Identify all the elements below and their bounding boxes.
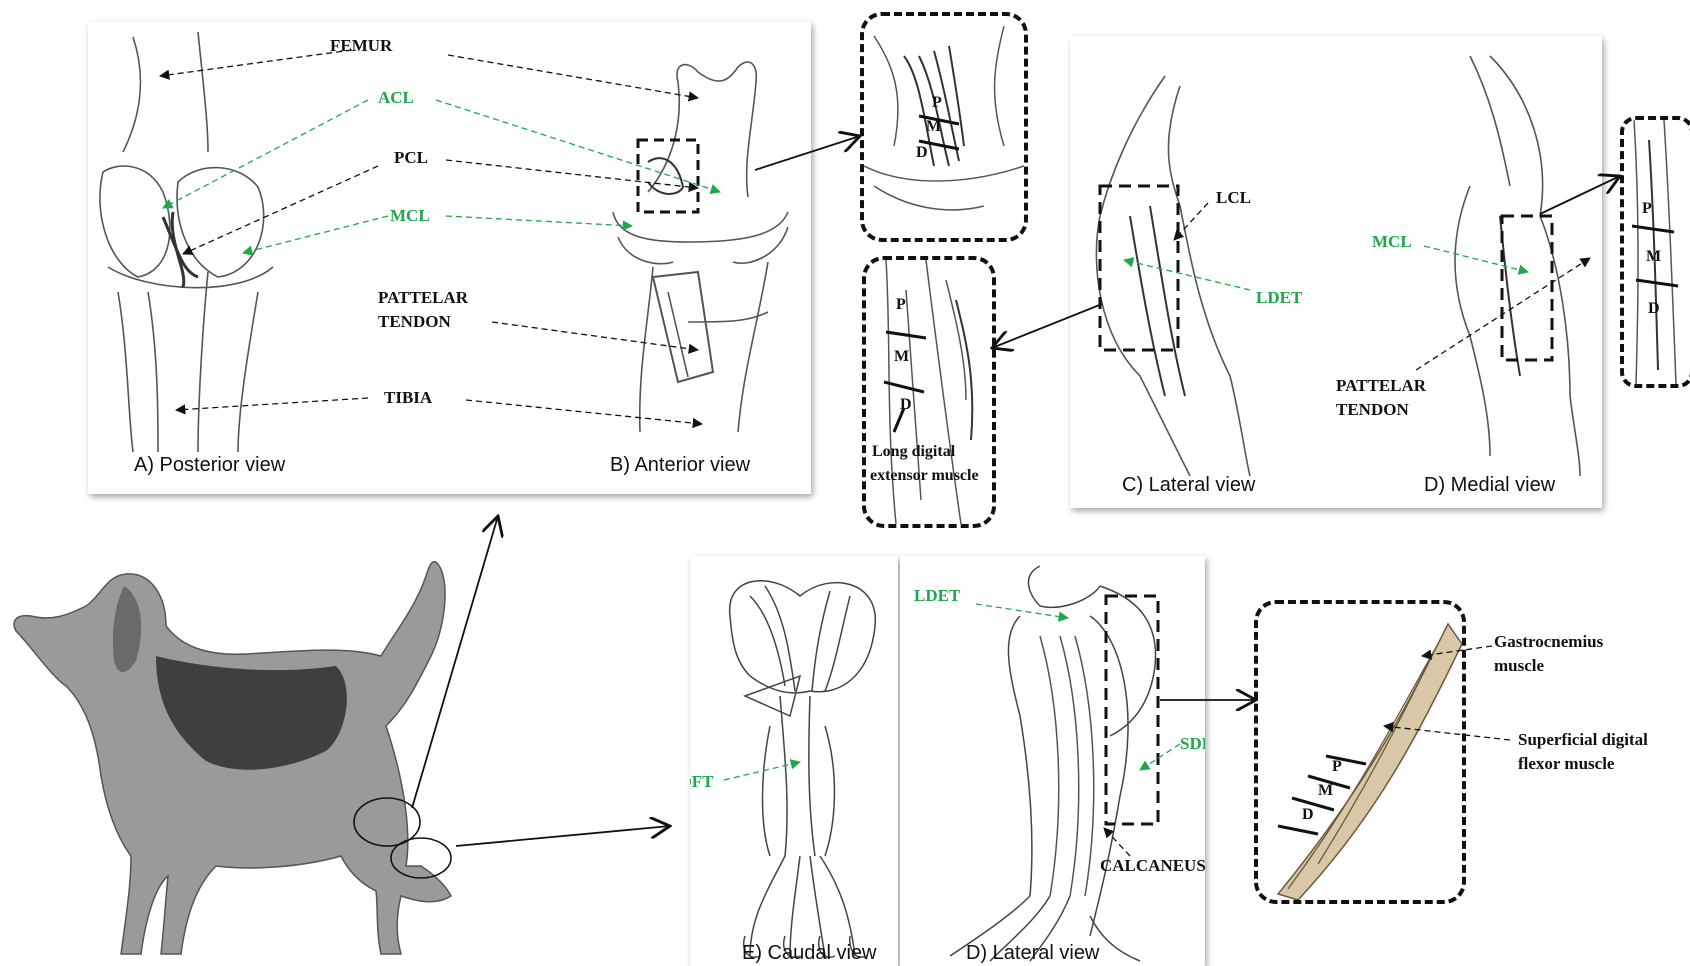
label-mcl: MCL xyxy=(390,206,430,226)
acl-p-marker: P xyxy=(932,94,942,112)
label-acl: ACL xyxy=(378,88,414,108)
label-mcl-medial: MCL xyxy=(1372,232,1412,252)
ldet-p-marker: P xyxy=(896,296,906,314)
label-superficial-digital-line2: flexor muscle xyxy=(1518,754,1614,774)
mcl-m-marker: M xyxy=(1646,248,1661,266)
lateral-leg-sketch xyxy=(900,556,1205,966)
label-sdft-lateral: SDFT xyxy=(1180,734,1205,754)
panel-caudal-view: SDFT E) Caudal view xyxy=(690,556,898,966)
arrow-dog-to-hock xyxy=(456,826,670,846)
knee-sketch-posterior-anterior xyxy=(88,22,811,494)
caption-lateral-view-bottom: D) Lateral view xyxy=(966,942,1099,965)
zoom-mcl: P M D xyxy=(1620,116,1690,388)
label-ldet-top: LDET xyxy=(1256,288,1302,308)
caption-anterior-view: B) Anterior view xyxy=(610,454,750,477)
label-patellar-tendon-line1: PATTELAR xyxy=(378,288,468,308)
label-gastrocnemius-line2: muscle xyxy=(1494,656,1544,676)
mcl-d-marker: D xyxy=(1648,300,1660,318)
label-gastrocnemius-line1: Gastrocnemius xyxy=(1494,632,1603,652)
acl-d-marker: D xyxy=(916,144,928,162)
sdft-detail-sketch xyxy=(1258,604,1462,900)
acl-m-marker: M xyxy=(926,118,941,136)
zoom-sdft: P M D xyxy=(1254,600,1466,904)
panel-lateral-medial: LCL LDET MCL PATTELAR TENDON C) Lateral … xyxy=(1070,36,1602,508)
label-calcaneus: CALCANEUS xyxy=(1100,856,1205,876)
zoom-ldet: P M D Long digital extensor muscle xyxy=(862,256,996,528)
sdft-m-marker: M xyxy=(1318,782,1333,800)
label-ldet-bottom: LDET xyxy=(914,586,960,606)
label-sdft-caudal: SDFT xyxy=(690,772,713,792)
mcl-p-marker: P xyxy=(1642,200,1652,218)
label-pcl: PCL xyxy=(394,148,428,168)
label-tibia: TIBIA xyxy=(384,388,432,408)
dog-illustration xyxy=(6,536,476,966)
zoom-acl: P M D xyxy=(860,12,1028,242)
label-lcl: LCL xyxy=(1216,188,1251,208)
caption-caudal-view: E) Caudal view xyxy=(742,942,877,965)
caption-lateral-view: C) Lateral view xyxy=(1122,474,1255,497)
ldet-d-marker: D xyxy=(900,396,912,414)
label-patellar-tendon-medial-line1: PATTELAR xyxy=(1336,376,1426,396)
panel-lateral-leg: LDET SDFT CALCANEUS D) Lateral view xyxy=(900,556,1205,966)
knee-sketch-lateral-medial xyxy=(1070,36,1602,508)
sdft-p-marker: P xyxy=(1332,758,1342,776)
caption-medial-view: D) Medial view xyxy=(1424,474,1555,497)
panel-posterior-anterior: FEMUR ACL PCL MCL PATTELAR TENDON TIBIA … xyxy=(88,22,811,494)
sdft-d-marker: D xyxy=(1302,806,1314,824)
caudal-leg-sketch xyxy=(690,556,898,966)
ldet-muscle-label-line2: extensor muscle xyxy=(870,466,979,486)
ldet-muscle-label-line1: Long digital xyxy=(872,442,955,462)
label-femur: FEMUR xyxy=(330,36,392,56)
label-patellar-tendon-line2: TENDON xyxy=(378,312,451,332)
acl-detail-sketch xyxy=(864,16,1024,238)
caption-posterior-view: A) Posterior view xyxy=(134,454,285,477)
label-patellar-tendon-medial-line2: TENDON xyxy=(1336,400,1409,420)
label-superficial-digital-line1: Superficial digital xyxy=(1518,730,1648,750)
ldet-m-marker: M xyxy=(894,348,909,366)
